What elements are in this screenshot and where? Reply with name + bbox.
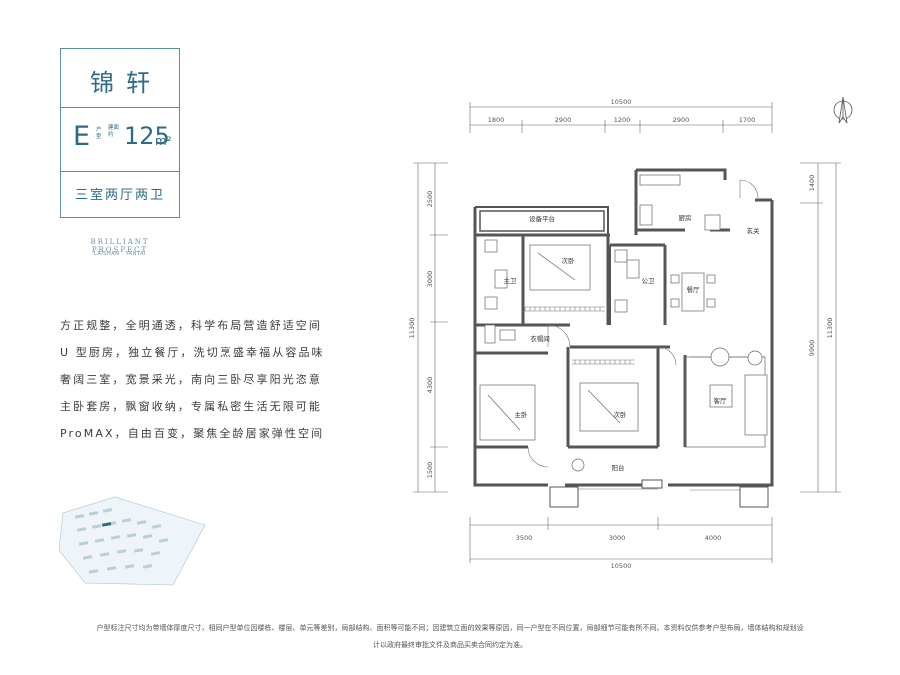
room-label-entrance: 玄关 (747, 226, 761, 235)
dim-left-segment: 2500 (426, 191, 434, 208)
top-dimension-lines (469, 102, 773, 133)
description-line: ProMAX，自由百变，聚焦全龄居家弹性空间 (60, 427, 325, 440)
description-line: 奢阔三室，宽景采光，南向三卧尽享阳光恣意 (60, 373, 322, 386)
unit-area-unit: m² (155, 134, 172, 148)
disclaimer-line: 计以政府最终审批文件及商品买卖合同约定为准。 (373, 641, 527, 649)
door-swings (527, 179, 759, 468)
walls (473, 168, 774, 487)
room-label-master-bath: 主卫 (504, 276, 518, 285)
room-label-closet: 衣帽间 (530, 334, 550, 343)
dim-bottom-total: 10500 (611, 562, 632, 570)
info-divider (61, 107, 179, 108)
armchair (710, 347, 730, 367)
dim-top-segment: 1700 (739, 116, 756, 124)
dim-top-total: 10500 (611, 98, 632, 106)
brand-name: BRILLIANT PROSPECT (90, 238, 150, 254)
floor-plan: 10500 1800 2900 1200 2900 1700 11300 250… (400, 85, 870, 580)
window-hatch (524, 307, 631, 364)
bed-master-bedroom (479, 384, 536, 441)
room-label-living: 客厅 (714, 396, 728, 405)
dim-right-total: 11300 (826, 318, 834, 339)
unit-type-label: 户型 (96, 127, 102, 140)
description: 方正规整，全明通透，科学布局营造舒适空间 U 型厨房，独立餐厅，洗切烹盛幸福从容… (60, 312, 325, 447)
unit-area-label: 建面约 (108, 125, 120, 138)
dim-bottom-segment: 3500 (516, 534, 533, 542)
windows (523, 306, 765, 491)
dim-top-segment: 1800 (488, 116, 505, 124)
description-line: U 型厨房，独立餐厅，洗切烹盛幸福从容品味 (60, 346, 325, 359)
room-label-master-bedroom: 主卧 (515, 410, 529, 419)
dim-top-segment: 2900 (555, 116, 572, 124)
brand-sub: LAISHAN · YANTAI (93, 251, 147, 257)
dim-top-segment: 1200 (614, 116, 631, 124)
room-label-dining: 餐厅 (687, 285, 701, 294)
bed-second-bedroom-2 (579, 382, 639, 432)
dim-bottom-segment: 3000 (609, 534, 626, 542)
right-dimension-lines (800, 162, 841, 493)
room-label-kitchen: 厨房 (679, 213, 692, 222)
dim-top-segment: 2900 (673, 116, 690, 124)
dim-left-segment: 1500 (426, 462, 434, 479)
bottom-dimension-lines (469, 517, 773, 563)
dim-right-segment: 9900 (808, 340, 816, 357)
layout-type: 三室两厅两卫 (74, 188, 165, 203)
room-label-public-bath: 公卫 (642, 277, 656, 285)
dim-right-segment: 1400 (808, 175, 816, 192)
coffee-table (709, 384, 733, 408)
north-arrow-icon (833, 96, 853, 124)
room-label-second-bedroom-1: 次卧 (562, 256, 576, 265)
description-line: 主卧套房，飘窗收纳，专属私密生活无限可能 (60, 400, 322, 413)
room-label-second-bedroom-2: 次卧 (614, 410, 628, 419)
dining-table (681, 272, 705, 312)
description-line: 方正规整，全明通透，科学布局营造舒适空间 (60, 319, 322, 332)
room-label-equipment-platform: 设备平台 (529, 214, 555, 223)
bed-second-bedroom-1 (529, 244, 591, 291)
platform-frame (479, 210, 605, 232)
left-dimension-lines (413, 162, 448, 493)
dim-left-segment: 3000 (426, 271, 434, 288)
room-label-balcony: 阳台 (612, 463, 625, 472)
info-divider (61, 171, 179, 172)
project-name: 锦轩 (90, 69, 162, 97)
furniture (479, 174, 768, 472)
sofa (744, 374, 768, 436)
armchair (747, 350, 763, 366)
dim-left-segment: 4300 (426, 377, 434, 394)
site-location-map (58, 496, 206, 586)
unit-area: 125 (124, 122, 170, 150)
unit-info-box: 锦轩 E 户型 建面约 125 m² 三室两厅两卫 (60, 48, 180, 218)
dim-left-total: 11300 (408, 318, 416, 339)
ac-units (549, 479, 769, 508)
unit-code: E (73, 121, 91, 152)
dim-bottom-segment: 4000 (705, 534, 722, 542)
floor-plan-drawing: 10500 1800 2900 1200 2900 1700 11300 250… (408, 96, 853, 570)
disclaimer-line: 户型标注尺寸均为带墙体厚度尺寸，相同户型单位因楼栋、楼层、单元等差别，局部结构、… (96, 624, 804, 632)
